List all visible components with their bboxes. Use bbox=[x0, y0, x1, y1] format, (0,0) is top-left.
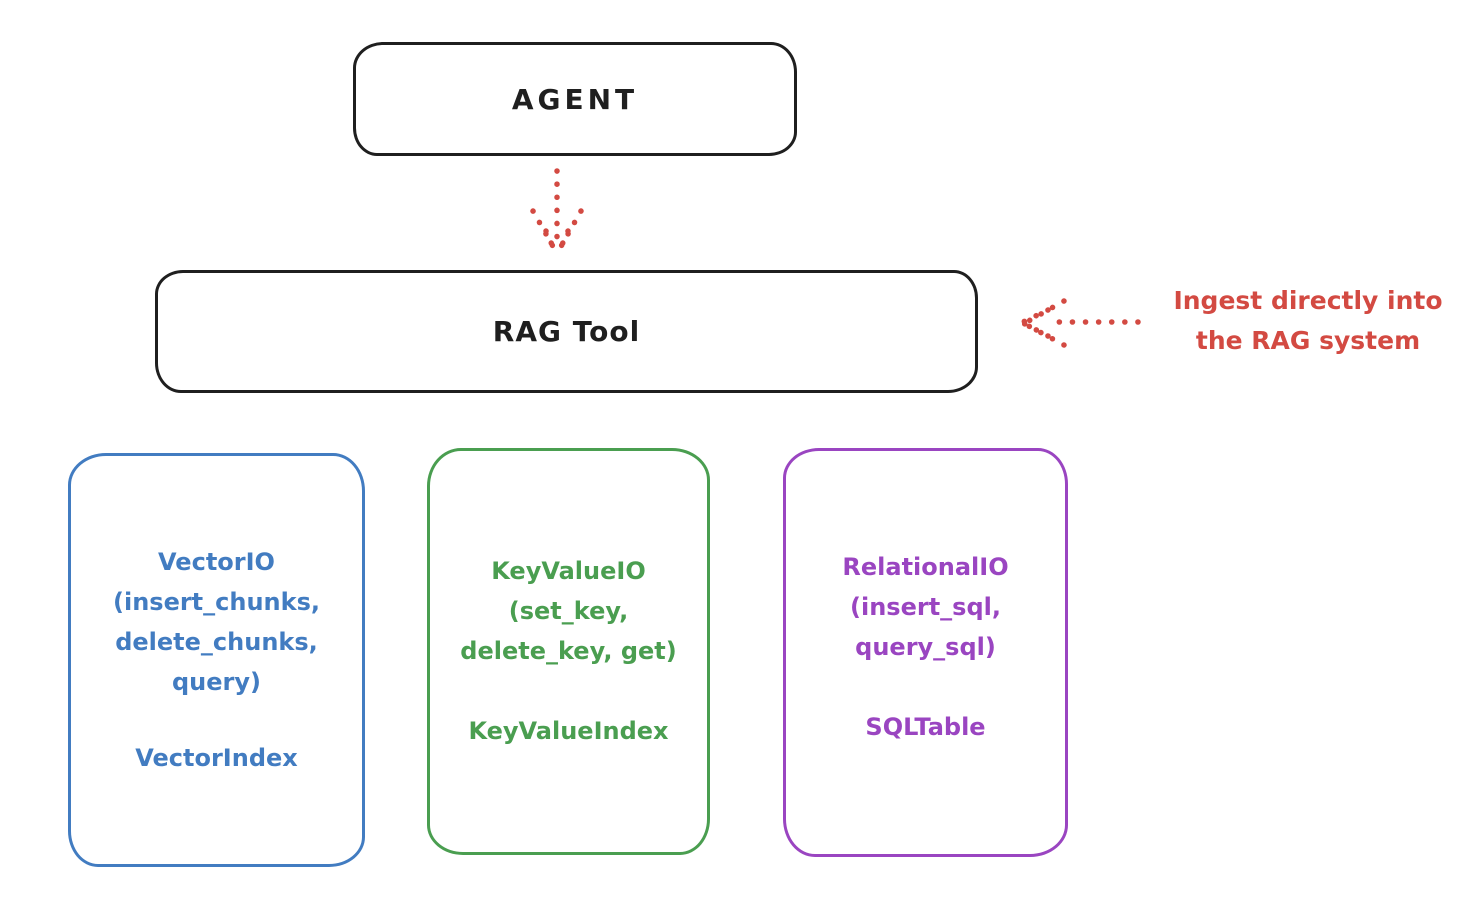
vector-index-label: VectorIndex bbox=[135, 744, 298, 772]
rag-tool-box: RAG Tool bbox=[155, 270, 978, 393]
annotation-text: Ingest directly into the RAG system bbox=[1140, 281, 1476, 361]
key-value-io-method-line: (set_key, bbox=[508, 597, 629, 625]
vector-io-box: VectorIO (insert_chunks, delete_chunks, … bbox=[68, 453, 365, 867]
vector-io-title: VectorIO bbox=[158, 548, 275, 576]
agent-to-rag-dotted-arrow-icon bbox=[530, 168, 584, 257]
relational-io-box: RelationalIO (insert_sql, query_sql) SQL… bbox=[783, 448, 1068, 857]
relational-io-method-line: (insert_sql, bbox=[850, 593, 1001, 621]
agent-box-label: AGENT bbox=[511, 82, 639, 116]
annotation-line-1: Ingest directly into bbox=[1173, 286, 1443, 315]
annotation-to-rag-dotted-arrow-icon bbox=[1020, 298, 1141, 348]
vector-io-method-line: delete_chunks, bbox=[115, 628, 318, 656]
agent-box: AGENT bbox=[353, 42, 797, 156]
key-value-io-box: KeyValueIO (set_key, delete_key, get) Ke… bbox=[427, 448, 710, 855]
sql-table-label: SQLTable bbox=[865, 713, 986, 741]
vector-io-method-line: query) bbox=[172, 668, 261, 696]
rag-tool-box-label: RAG Tool bbox=[492, 315, 641, 348]
annotation-line-2: the RAG system bbox=[1195, 326, 1421, 355]
key-value-io-title: KeyValueIO bbox=[491, 557, 646, 585]
key-value-index-label: KeyValueIndex bbox=[468, 717, 669, 745]
relational-io-method-line: query_sql) bbox=[855, 633, 996, 661]
relational-io-title: RelationalIO bbox=[842, 553, 1009, 581]
key-value-io-method-line: delete_key, get) bbox=[460, 637, 677, 665]
vector-io-method-line: (insert_chunks, bbox=[113, 588, 320, 616]
